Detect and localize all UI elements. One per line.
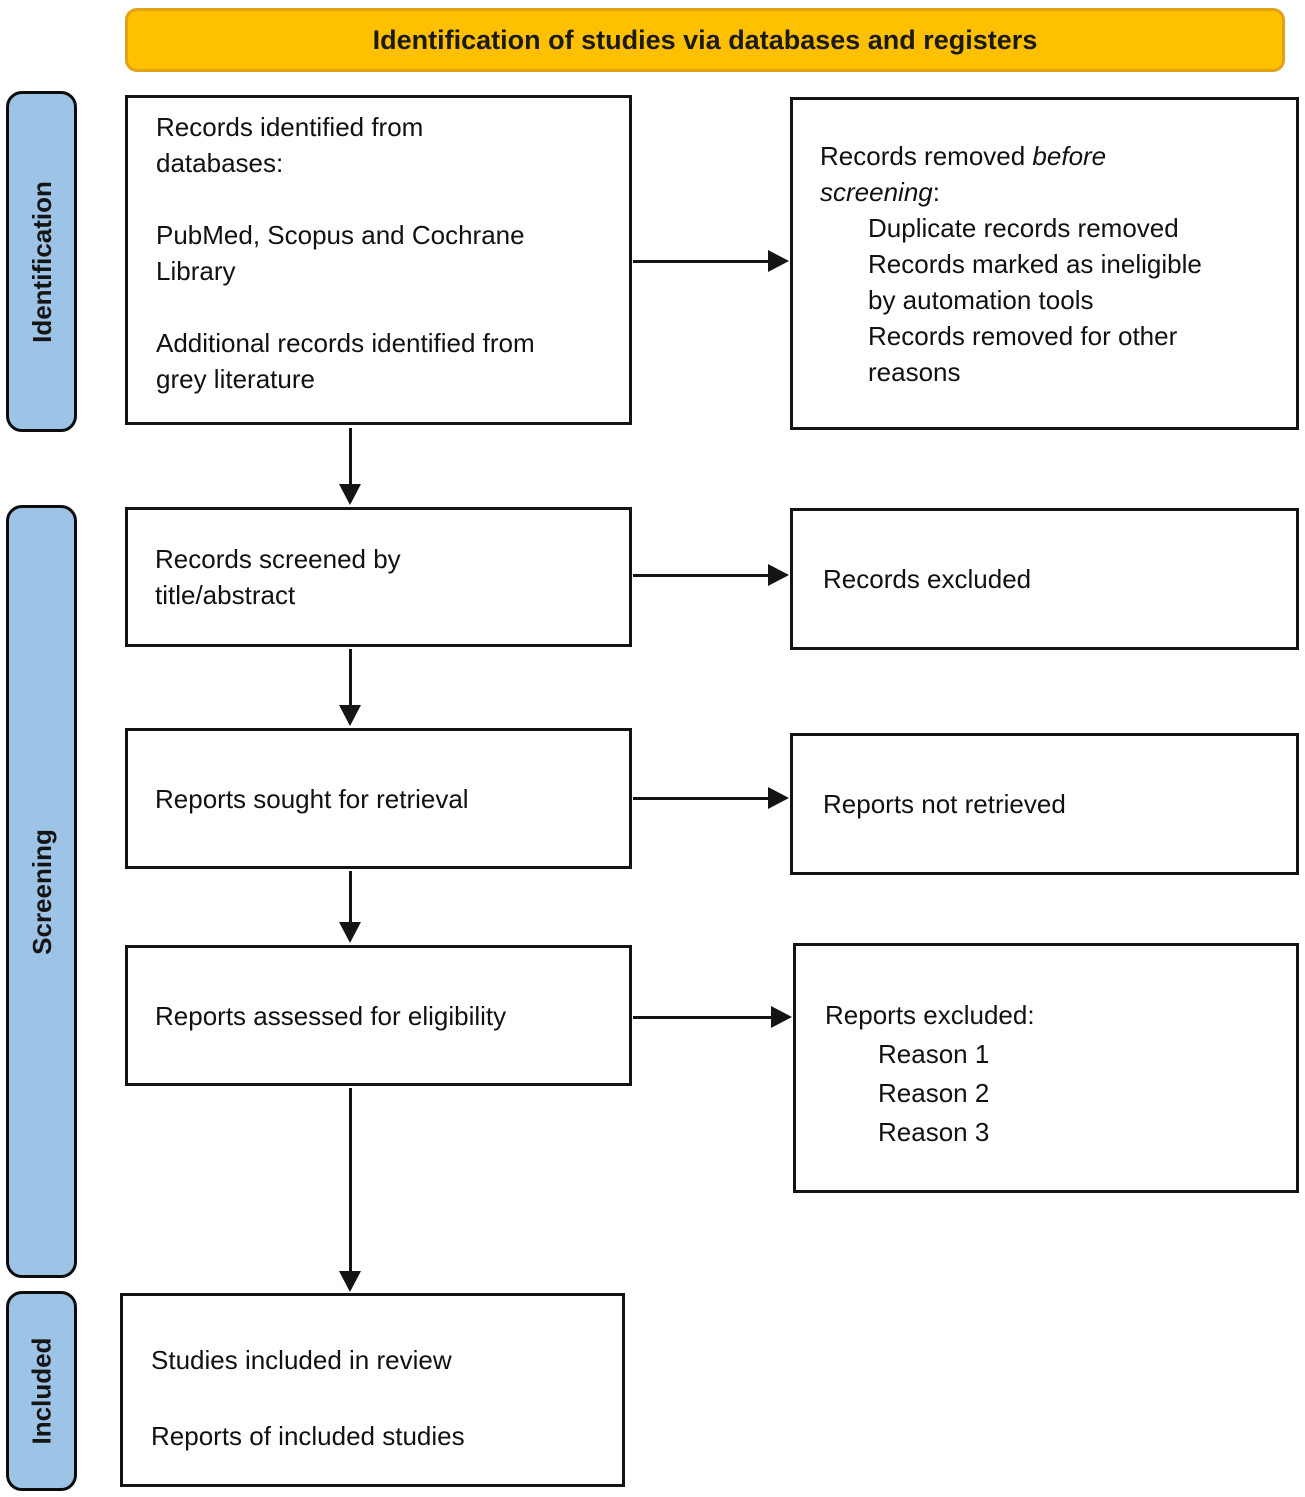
box-reports-excluded: Reports excluded: Reason 1 Reason 2 Reas…: [793, 943, 1299, 1193]
records-identified-para3: Additional records identified from grey …: [156, 328, 535, 394]
arrow-screened-to-excluded: [633, 564, 789, 586]
box-records-removed-before-screening: Records removed before screening: Duplic…: [790, 97, 1299, 430]
studies-included-para1: Studies included in review: [151, 1345, 452, 1375]
arrow-assessed-to-reports-excluded: [633, 1006, 792, 1028]
arrow-assessed-to-included: [339, 1088, 361, 1292]
banner-title: Identification of studies via databases …: [372, 25, 1038, 55]
box-studies-included: Studies included in review Reports of in…: [120, 1293, 625, 1487]
box-records-identified: Records identified from databases: PubMe…: [125, 95, 632, 425]
reports-assessed-text: Reports assessed for eligibility: [155, 1000, 507, 1031]
reports-excluded-reason-1: Reason 1: [878, 1039, 990, 1069]
records-identified-para1: Records identified from databases:: [156, 112, 424, 178]
records-removed-suffix: :: [932, 177, 940, 207]
stage-bar-screening: Screening: [6, 505, 77, 1278]
box-reports-not-retrieved: Reports not retrieved: [790, 733, 1299, 875]
box-records-screened: Records screened by title/abstract: [125, 507, 632, 647]
stage-label-identification: Identification: [26, 180, 57, 343]
box-reports-assessed: Reports assessed for eligibility: [125, 945, 632, 1086]
stage-label-included: Included: [26, 1337, 57, 1445]
stage-bar-identification: Identification: [6, 91, 77, 432]
records-removed-emphasis: before screening: [820, 141, 1107, 207]
arrow-identified-to-removed: [633, 250, 789, 272]
arrow-screened-to-sought: [339, 649, 361, 726]
records-identified-para2: PubMed, Scopus and Cochrane Library: [156, 220, 525, 286]
reports-not-retrieved-text: Reports not retrieved: [823, 789, 1066, 819]
records-screened-text: Records screened by title/abstract: [155, 544, 401, 610]
arrow-sought-to-not-retrieved: [633, 787, 789, 809]
arrow-identified-to-screened: [339, 428, 361, 505]
records-removed-item-duplicates: Duplicate records removed: [868, 213, 1179, 243]
reports-excluded-reason-2: Reason 2: [878, 1078, 990, 1108]
records-excluded-text: Records excluded: [823, 564, 1032, 594]
records-removed-prefix: Records removed: [820, 141, 1033, 171]
banner-identification-via-databases: Identification of studies via databases …: [125, 8, 1285, 72]
reports-excluded-heading: Reports excluded:: [825, 1000, 1035, 1030]
reports-sought-text: Reports sought for retrieval: [155, 783, 469, 814]
arrow-sought-to-assessed: [339, 871, 361, 943]
stage-bar-included: Included: [6, 1291, 77, 1491]
box-reports-sought: Reports sought for retrieval: [125, 728, 632, 869]
reports-excluded-reason-3: Reason 3: [878, 1117, 990, 1147]
stage-label-screening: Screening: [26, 828, 57, 955]
records-removed-item-automation: Records marked as ineligible by automati…: [868, 249, 1202, 315]
records-removed-lead: Records removed before screening:: [820, 138, 1288, 210]
studies-included-para2: Reports of included studies: [151, 1421, 465, 1451]
records-removed-item-other: Records removed for other reasons: [868, 321, 1178, 387]
box-records-excluded: Records excluded: [790, 508, 1299, 650]
